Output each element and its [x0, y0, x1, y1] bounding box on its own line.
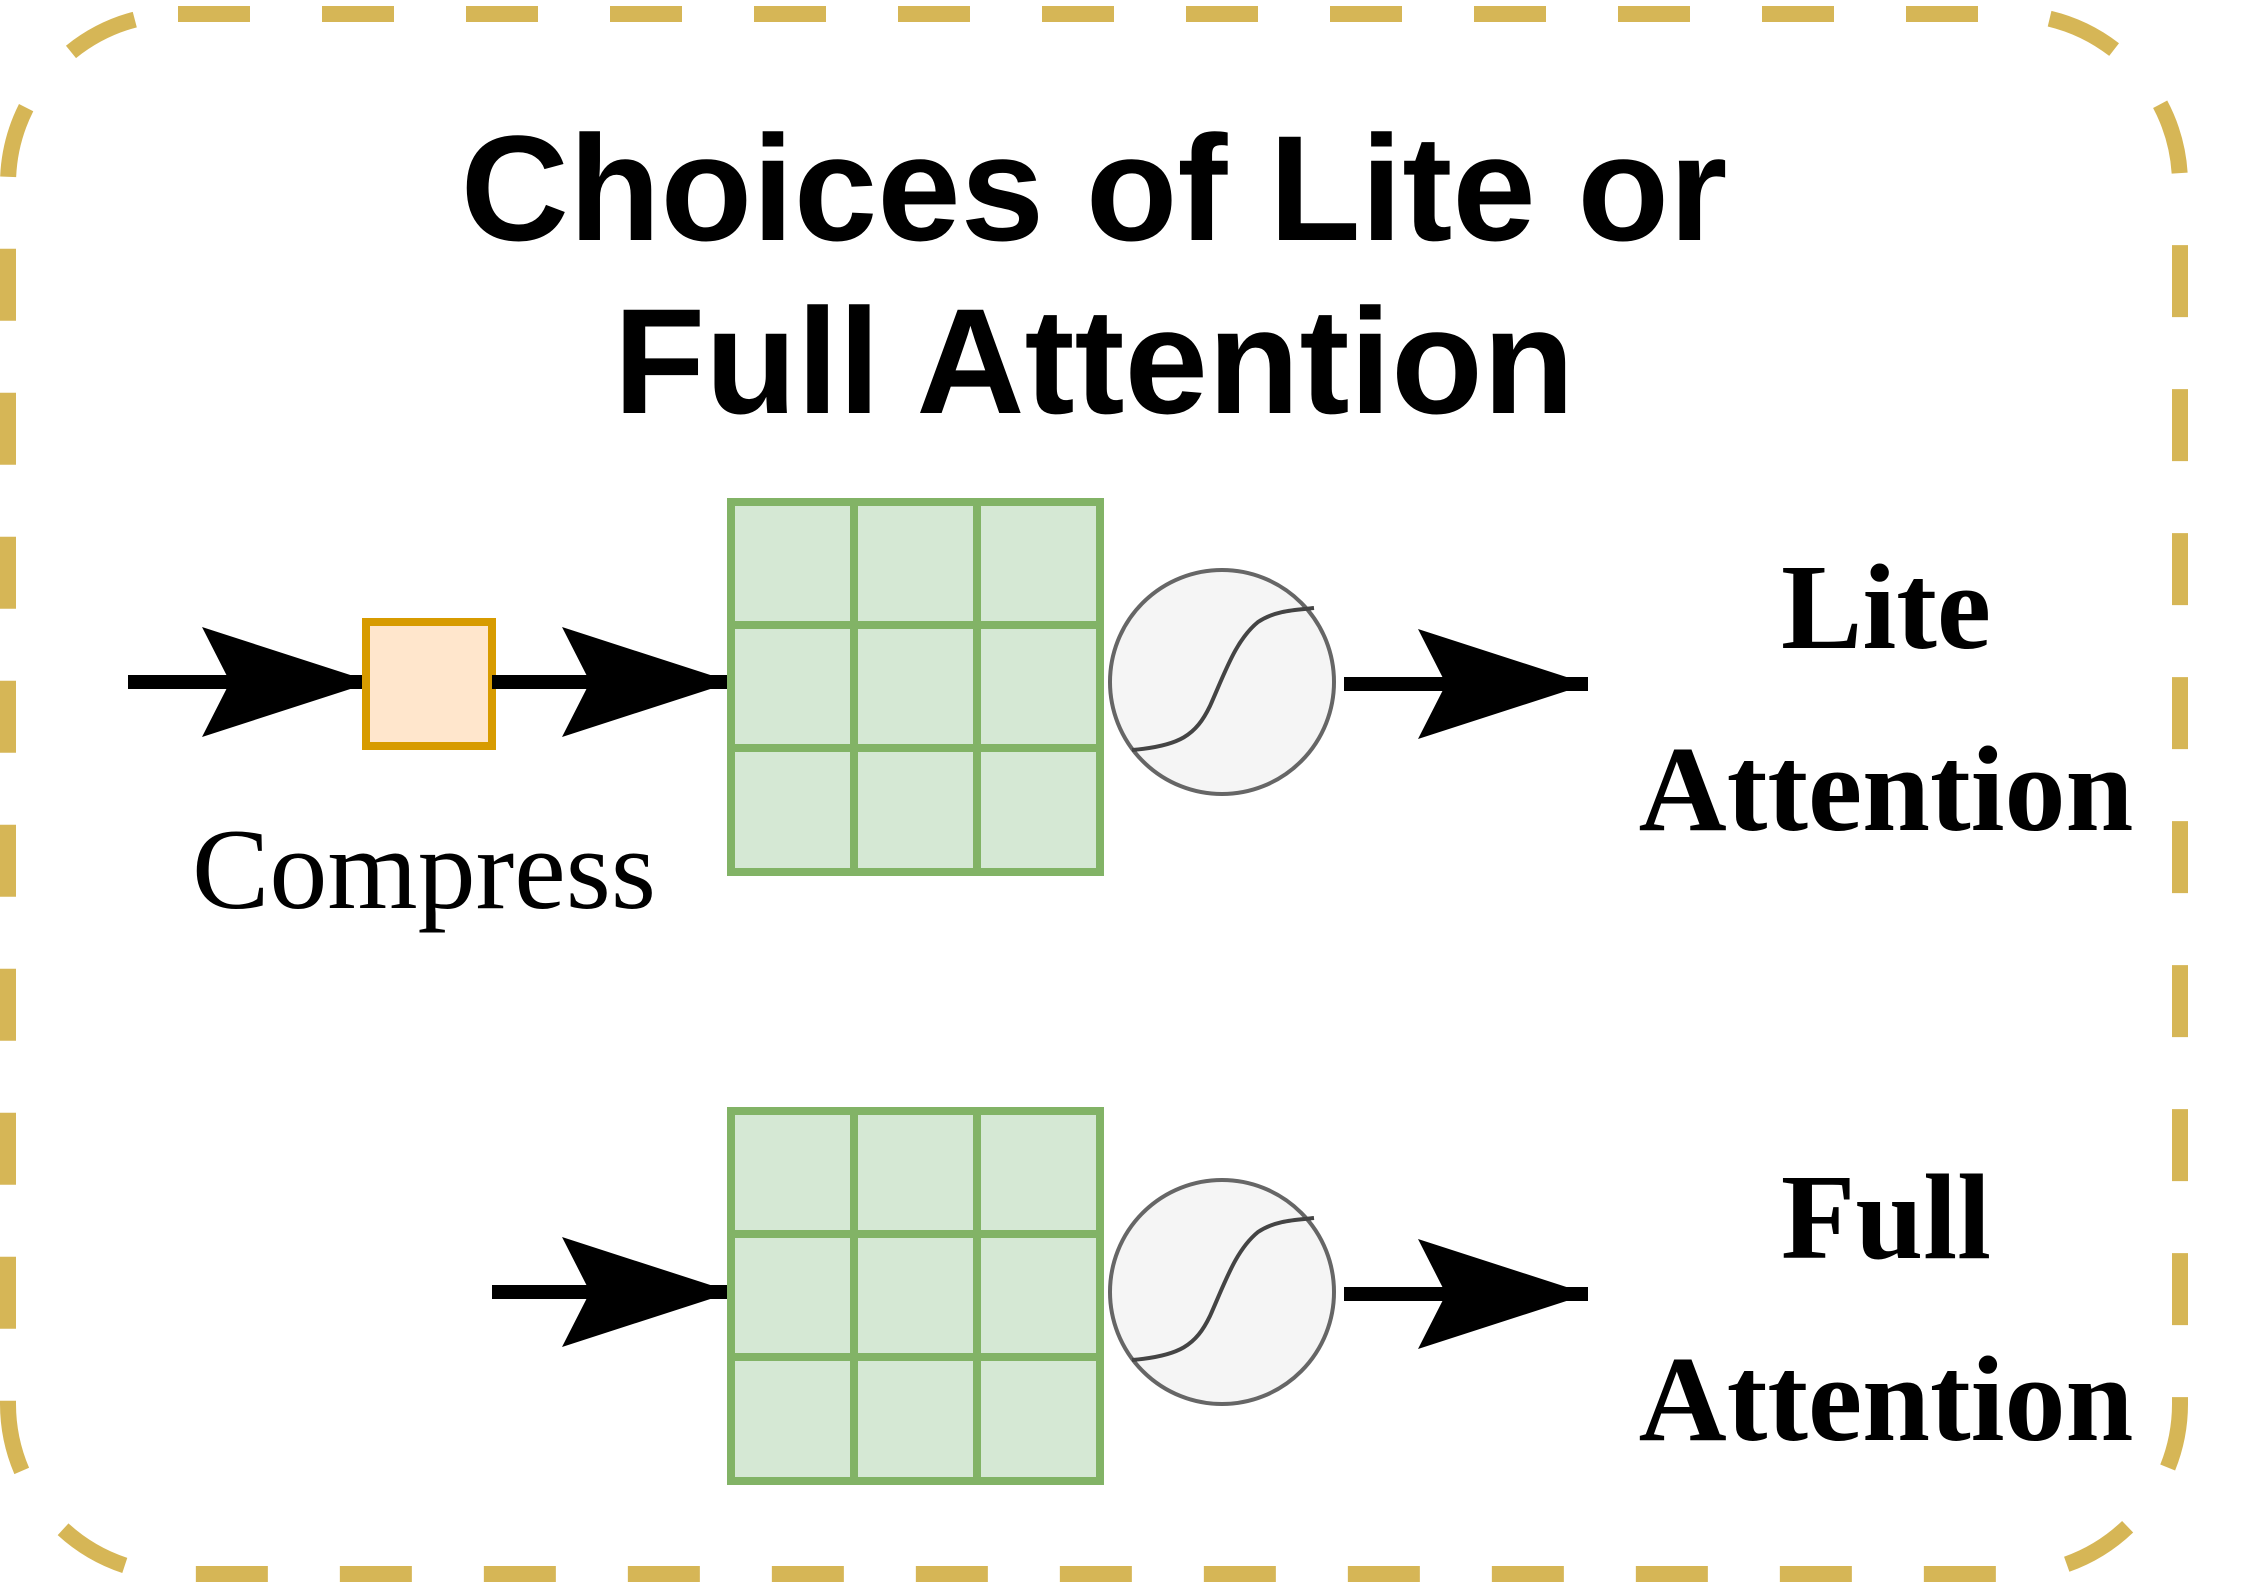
compress-label: Compress: [192, 806, 656, 934]
full-attention-label-line-2: Attention: [1639, 1332, 2134, 1467]
full-attention-label-line-1: Full: [1781, 1150, 1991, 1285]
lite-sigmoid-icon: [1108, 568, 1336, 796]
dashed-frame: [0, 6, 2188, 1582]
lite-attention-label-line-1: Lite: [1781, 540, 1991, 675]
diagram-title-line-2: Full Attention: [614, 277, 1575, 445]
lite-attention-label-line-2: Attention: [1639, 722, 2134, 857]
full-sigmoid-icon: [1108, 1178, 1336, 1406]
compress-block-icon: [362, 618, 496, 750]
diagram-title-line-1: Choices of Lite or: [461, 104, 1728, 272]
full-attention-matrix-icon: [727, 1107, 1104, 1485]
lite-attention-matrix-icon: [727, 498, 1104, 876]
lite-attention-branch: Compress Lite Attention: [128, 498, 2134, 934]
full-attention-branch: Full Attention: [492, 1107, 2134, 1485]
